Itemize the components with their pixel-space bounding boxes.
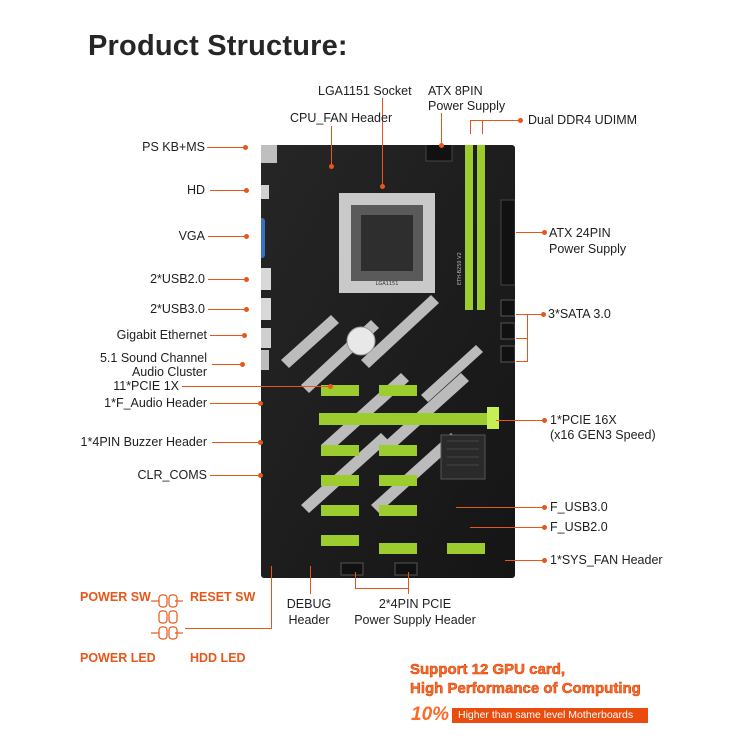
label-atx24-line1: ATX 24PIN — [549, 226, 611, 240]
audio-port — [261, 350, 269, 370]
label-ps-kbms: PS KB+MS — [142, 140, 205, 154]
label-pcie-16x-line1: 1*PCIE 16X — [550, 413, 617, 427]
vga-port — [261, 218, 265, 258]
label-sound-line1: 5.1 Sound Channel — [99, 351, 207, 365]
label-f-usb3: F_USB3.0 — [550, 500, 608, 514]
label-sound-line2: Audio Cluster — [131, 365, 207, 379]
ps2-port — [261, 145, 277, 163]
label-atx8-line2: Power Supply — [428, 99, 506, 113]
promo-text: Support 12 GPU card, High Performance of… — [410, 660, 641, 698]
label-hdd-led: HDD LED — [190, 651, 246, 665]
label-pcie-4pin-line2: Power Supply Header — [354, 613, 476, 627]
svg-text:LGA1151: LGA1151 — [376, 281, 399, 287]
motherboard-image: LGA1151 ETH-B250 V2 — [261, 145, 515, 578]
label-vga: VGA — [178, 229, 205, 243]
label-atx24-line2: Power Supply — [549, 242, 627, 256]
label-sys-fan: 1*SYS_FAN Header — [550, 553, 663, 567]
label-power-sw: POWER SW — [80, 590, 151, 604]
promo-percent: 10% — [411, 704, 450, 725]
label-debug-line1: DEBUG — [286, 597, 332, 611]
label-sata: 3*SATA 3.0 — [548, 307, 611, 321]
label-buzzer: 1*4PIN Buzzer Header — [80, 435, 207, 449]
label-gigabit-ethernet: Gigabit Ethernet — [116, 328, 207, 342]
label-f-usb2: F_USB2.0 — [550, 520, 608, 534]
front-panel-pin-diagram — [151, 594, 183, 640]
label-pcie-4pin-line1: 2*4PIN PCIE — [378, 597, 452, 611]
label-hd: HD — [186, 183, 205, 197]
label-lga1151: LGA1151 Socket — [318, 84, 412, 98]
promo-line2: High Performance of Computing — [410, 680, 641, 698]
label-ddr4: Dual DDR4 UDIMM — [528, 113, 638, 127]
pcie-1x-slots — [321, 385, 485, 554]
label-usb2: 2*USB2.0 — [150, 272, 205, 286]
label-cpu-fan: CPU_FAN Header — [290, 111, 393, 125]
dimm-slot-a — [465, 145, 473, 310]
label-clr-coms: CLR_COMS — [137, 468, 207, 482]
promo-line1: Support 12 GPU card, — [410, 661, 566, 679]
page-title: Product Structure: — [88, 30, 348, 62]
label-power-led: POWER LED — [80, 651, 156, 665]
hdmi-port — [261, 185, 269, 199]
label-usb3: 2*USB3.0 — [150, 302, 205, 316]
label-atx8-line1: ATX 8PIN — [428, 84, 483, 98]
promo-bar: Higher than same level Motherboards — [452, 708, 648, 723]
pcie-16x-slot — [319, 413, 491, 425]
dimm-slot-b — [477, 145, 485, 310]
label-pcie-1x: 11*PCIE 1X — [113, 379, 179, 393]
lan-port — [261, 328, 271, 348]
label-f-audio: 1*F_Audio Header — [104, 396, 207, 410]
usb3-port — [261, 298, 271, 320]
svg-text:ETH-B250 V2: ETH-B250 V2 — [457, 252, 463, 285]
label-pcie-16x-line2: (x16 GEN3 Speed) — [550, 428, 656, 442]
label-reset-sw: RESET SW — [190, 590, 256, 604]
usb2-port — [261, 268, 271, 290]
label-debug-line2: Header — [288, 613, 330, 627]
